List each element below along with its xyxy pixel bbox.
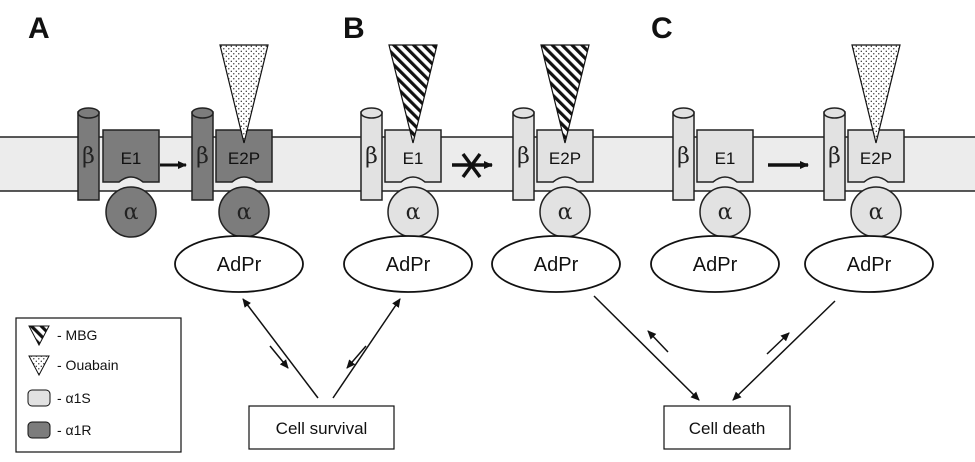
panel-label-b: B bbox=[343, 12, 365, 45]
alpha-label: α bbox=[558, 200, 573, 225]
adpr-label: AdPr bbox=[534, 254, 579, 276]
beta-subunit-top bbox=[512, 107, 535, 119]
a1r-swatch-icon bbox=[27, 421, 51, 439]
beta-label: β bbox=[828, 144, 841, 169]
pump-b-right: β E2P α bbox=[512, 44, 594, 238]
beta-subunit-top bbox=[360, 107, 383, 119]
adpr-c-left: AdPr bbox=[650, 235, 780, 293]
pump-c-left: β E1 α bbox=[672, 107, 754, 238]
reverse-indicator-c-right bbox=[766, 332, 790, 355]
legend-a1s-label: - α1S bbox=[57, 390, 91, 406]
signal-arrows bbox=[242, 295, 836, 401]
state-label: E2P bbox=[549, 149, 581, 168]
beta-subunit-top bbox=[191, 107, 214, 119]
cell-survival-label: Cell survival bbox=[276, 419, 368, 438]
beta-subunit-top bbox=[77, 107, 100, 119]
adpr-c-right: AdPr bbox=[804, 235, 934, 293]
adpr-b-right: AdPr bbox=[491, 235, 621, 293]
catalytic-domain bbox=[536, 129, 594, 183]
legend-ouabain-label: - Ouabain bbox=[57, 357, 118, 373]
pump-b-left: β E1 α bbox=[360, 44, 442, 238]
alpha-subunit bbox=[105, 186, 157, 238]
mbg-ligand-icon bbox=[388, 44, 438, 144]
beta-subunit-top bbox=[823, 107, 846, 119]
ouabain-icon bbox=[28, 355, 50, 377]
state-label: E1 bbox=[715, 149, 736, 168]
alpha-label: α bbox=[406, 200, 421, 225]
beta-subunit-top bbox=[672, 107, 695, 119]
alpha-label: α bbox=[718, 200, 733, 225]
catalytic-domain bbox=[384, 129, 442, 183]
beta-label: β bbox=[196, 144, 209, 169]
ouabain-ligand-icon bbox=[219, 44, 269, 144]
alpha-label: α bbox=[124, 200, 139, 225]
adpr-label: AdPr bbox=[847, 254, 892, 276]
ouabain-ligand-icon bbox=[851, 44, 901, 144]
panel-label-a: A bbox=[28, 12, 50, 45]
beta-label: β bbox=[517, 144, 530, 169]
arrow-c-to-death bbox=[732, 300, 836, 401]
state-label: E2P bbox=[228, 149, 260, 168]
cell-death-box: Cell death bbox=[663, 405, 791, 450]
pump-c-right: β E2P α bbox=[823, 44, 905, 238]
cell-survival-box: Cell survival bbox=[248, 405, 395, 450]
state-label: E2P bbox=[860, 149, 892, 168]
adpr-label: AdPr bbox=[693, 254, 738, 276]
pump-a-right: β E2P α bbox=[191, 44, 273, 238]
reverse-indicator-c-left bbox=[647, 330, 669, 353]
catalytic-domain bbox=[847, 129, 905, 183]
mbg-ligand-icon bbox=[540, 44, 590, 144]
catalytic-domain bbox=[102, 129, 160, 183]
catalytic-domain bbox=[215, 129, 273, 183]
catalytic-domain bbox=[696, 129, 754, 183]
mbg-icon bbox=[28, 325, 50, 347]
blocked-transition-arrow-b bbox=[452, 152, 493, 179]
alpha-label: α bbox=[237, 200, 252, 225]
arrow-survival-to-b bbox=[332, 298, 401, 399]
beta-label: β bbox=[677, 144, 690, 169]
beta-label: β bbox=[82, 144, 95, 169]
adpr-a-right: AdPr bbox=[174, 235, 304, 293]
adpr-b-left: AdPr bbox=[343, 235, 473, 293]
arrow-survival-to-a bbox=[242, 298, 319, 399]
alpha-label: α bbox=[869, 200, 884, 225]
pump-a-left: β E1 α bbox=[77, 107, 160, 238]
state-label: E1 bbox=[403, 149, 424, 168]
a1s-swatch-icon bbox=[27, 389, 51, 407]
beta-label: β bbox=[365, 144, 378, 169]
reverse-indicator-b bbox=[346, 345, 367, 369]
legend: - MBG - Ouabain - α1S - α1R bbox=[15, 317, 182, 453]
legend-mbg-label: - MBG bbox=[57, 327, 97, 343]
pump-layer: β E1 α β E2P α β E1 α β E2P α β E1 α β E2P α bbox=[77, 44, 905, 238]
adpr-label: AdPr bbox=[386, 254, 431, 276]
cell-death-label: Cell death bbox=[689, 419, 766, 438]
arrow-b-to-death bbox=[593, 295, 700, 401]
reverse-indicator-a bbox=[269, 345, 289, 369]
panel-label-c: C bbox=[651, 12, 673, 45]
legend-a1r-label: - α1R bbox=[57, 422, 92, 438]
state-label: E1 bbox=[121, 149, 142, 168]
adpr-label: AdPr bbox=[217, 254, 262, 276]
